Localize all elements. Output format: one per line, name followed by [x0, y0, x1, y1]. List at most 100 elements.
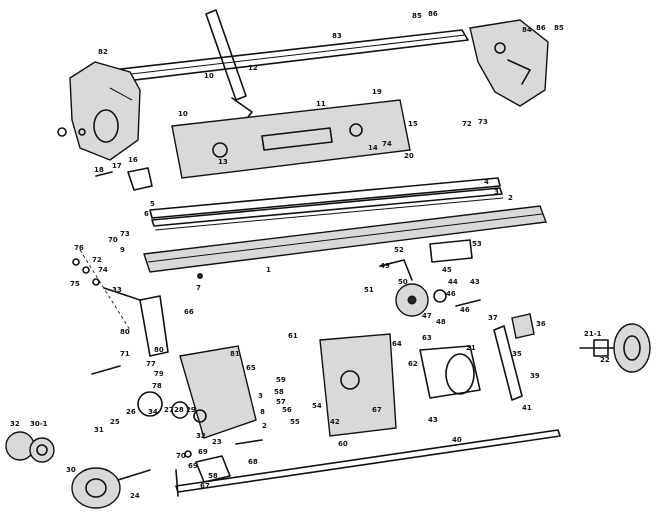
- callout-63: 63: [422, 334, 432, 342]
- callout-82: 82: [98, 48, 108, 56]
- callout-72b: 72: [92, 256, 102, 264]
- callout-5: 5: [150, 200, 155, 208]
- callout-57: 57: [276, 398, 286, 406]
- callout-34: 34: [148, 408, 158, 416]
- callout-50: 50: [398, 278, 408, 286]
- callout-32b: 32: [10, 420, 20, 428]
- callout-45: 45: [442, 266, 452, 274]
- callout-37: 37: [488, 314, 498, 322]
- callout-75: 75: [70, 280, 80, 288]
- callout-7: 7: [196, 284, 201, 292]
- callout-33: 33: [112, 286, 122, 294]
- platen-knob-part: [579, 323, 651, 373]
- callout-8: 8: [260, 408, 265, 416]
- callout-27: 27: [164, 406, 174, 414]
- callout-53: 53: [472, 240, 482, 248]
- callout-17: 17: [112, 162, 122, 170]
- callout-74: 74: [382, 140, 392, 148]
- callout-80: 80: [120, 328, 130, 336]
- callout-29: 29: [186, 406, 196, 414]
- callout-58b: 58: [208, 472, 218, 480]
- left-small-parts-part: [57, 127, 153, 331]
- callout-77: 77: [146, 360, 156, 368]
- callout-67: 67: [372, 406, 382, 414]
- callout-51: 51: [364, 286, 374, 294]
- callout-44: 44: [448, 278, 458, 286]
- callout-22: 22: [600, 356, 610, 364]
- callout-60: 60: [338, 440, 348, 448]
- callout-30: 30: [66, 466, 76, 474]
- callout-59: 59: [276, 376, 286, 384]
- main-bar-part: [143, 205, 547, 279]
- callout-2: 2: [508, 194, 513, 202]
- callout-31: 31: [94, 426, 104, 434]
- callout-86: 86: [428, 10, 438, 18]
- callout-21-1: 21-1: [584, 330, 602, 338]
- callout-41: 41: [522, 404, 532, 412]
- callout-16: 16: [128, 156, 138, 164]
- callout-83: 83: [332, 32, 342, 40]
- callout-70: 70: [108, 236, 118, 244]
- callout-1: 1: [266, 266, 271, 274]
- callout-65: 65: [246, 364, 256, 372]
- callout-48: 48: [436, 318, 446, 326]
- callout-42: 42: [330, 418, 340, 426]
- callout-3: 3: [494, 188, 499, 196]
- callout-24: 24: [130, 492, 140, 500]
- callout-43: 43: [470, 278, 480, 286]
- upper-rails-part: [149, 177, 504, 231]
- callout-6: 6: [144, 210, 149, 218]
- callout-47: 47: [422, 312, 432, 320]
- callout-46: 46: [446, 290, 456, 298]
- callout-40: 40: [452, 436, 462, 444]
- callout-80b: 80: [154, 346, 164, 354]
- callout-52: 52: [394, 246, 404, 254]
- callout-4: 4: [484, 178, 489, 186]
- bottom-rod-part: [175, 429, 561, 497]
- callout-55: 55: [290, 418, 300, 426]
- callout-68: 68: [248, 458, 258, 466]
- callout-70b: 70: [176, 452, 186, 460]
- callout-69: 69: [198, 448, 208, 456]
- callout-11: 11: [316, 100, 326, 108]
- callout-12: 12: [248, 64, 258, 72]
- callout-62: 62: [408, 360, 418, 368]
- callout-49: 49: [380, 262, 390, 270]
- callout-20: 20: [404, 152, 414, 160]
- callout-35: 35: [512, 350, 522, 358]
- callout-81: 81: [230, 350, 240, 358]
- callout-73b: 73: [120, 230, 130, 238]
- callout-13: 13: [218, 158, 228, 166]
- right-arm-part: [493, 313, 535, 401]
- callout-19: 19: [372, 88, 382, 96]
- callout-85: 85: [412, 12, 422, 20]
- callout-73: 73: [478, 118, 488, 126]
- callout-9: 9: [120, 246, 125, 254]
- callout-67b: 67: [200, 482, 210, 490]
- callout-66: 66: [184, 308, 194, 316]
- left-lower-mechanism-part: [91, 295, 257, 439]
- callout-71: 71: [120, 350, 130, 358]
- lower-small-parts-part: [184, 439, 263, 483]
- center-gear-part: [379, 239, 481, 317]
- callout-64: 64: [392, 340, 402, 348]
- callout-26: 26: [126, 408, 136, 416]
- callout-28: 28: [174, 406, 184, 414]
- callout-58: 58: [274, 388, 284, 396]
- callout-2b: 2: [262, 422, 267, 430]
- callout-3b: 3: [258, 392, 263, 400]
- callout-74b: 74: [98, 266, 108, 274]
- top-rail-part: [111, 29, 469, 83]
- callout-labels: 83 82 85 86 84 86 85 12 11 10 10 19 13 1…: [10, 10, 610, 500]
- callout-78: 78: [152, 382, 162, 390]
- callout-61: 61: [288, 332, 298, 340]
- carriage-frame-part: [171, 99, 411, 179]
- callout-79: 79: [154, 370, 164, 378]
- callout-43b: 43: [428, 416, 438, 424]
- callout-46b: 46: [460, 306, 470, 314]
- callout-86b: 86: [536, 24, 546, 32]
- bottom-left-knob-part: [5, 431, 151, 509]
- callout-72: 72: [462, 120, 472, 128]
- left-end-cover-part: [69, 61, 141, 161]
